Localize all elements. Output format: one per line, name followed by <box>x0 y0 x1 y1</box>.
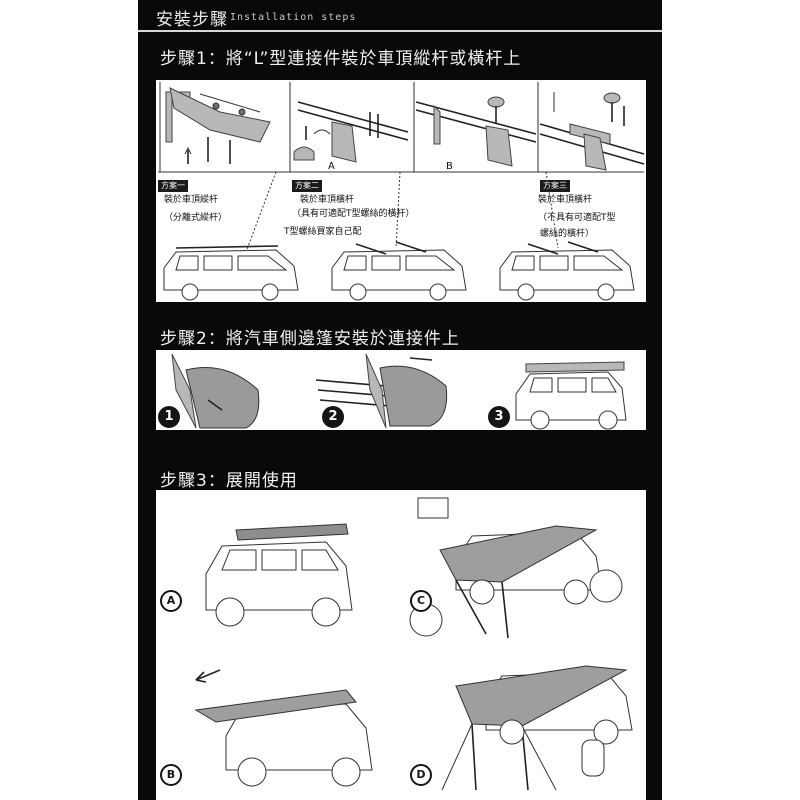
car-awning-pulling <box>194 669 373 787</box>
crossbar-bracket-illustration <box>415 96 537 167</box>
car-awning-open <box>409 497 623 639</box>
option1-line2: （分離式縱杆） <box>164 213 228 223</box>
step2-title: 步驟2：將汽車側邊篷安裝於連接件上 <box>160 329 460 349</box>
step1-title: 步驟1：將“L”型連接件裝於車頂縱杆或橫杆上 <box>160 49 522 69</box>
option2-line2: （具有可適配T型螺絲的橫杆） <box>292 209 415 219</box>
step1-leader-lines <box>245 171 559 253</box>
step2-badge-3: 3 <box>488 406 510 428</box>
step3-title: 步驟3：展開使用 <box>160 471 298 491</box>
l-bracket-rail-illustration <box>165 87 271 164</box>
option1-tag: 方案一 <box>158 180 188 192</box>
t-bolt-crossbar-illustration <box>293 101 409 163</box>
awning-bag-illustration-1 <box>171 353 260 429</box>
label-b: B <box>446 161 453 172</box>
car-awning-with-poles <box>441 665 633 791</box>
option2-line1: 裝於車頂橫杆 <box>300 195 355 205</box>
step3-panel <box>156 490 646 800</box>
car-crossbar-alt-illustration <box>499 241 635 301</box>
instruction-sheet: 安裝步驟 Installation steps 步驟1：將“L”型連接件裝於車頂… <box>138 0 662 800</box>
step1-separators <box>158 82 644 173</box>
option2-note: T型螺絲買家自己配 <box>284 227 362 237</box>
step2-panel <box>156 350 646 430</box>
option3-line2: （不具有可適配T型 <box>538 213 616 223</box>
car-crossbar-illustration <box>331 241 467 301</box>
car-with-awning-illustration <box>515 361 627 430</box>
header: 安裝步驟 Installation steps <box>138 0 662 35</box>
step1-panel: A B 方案一 裝於車頂縱杆 （分離式縱杆） 方案二 裝於車頂橫杆 （具有可 <box>156 80 646 302</box>
step2-badge-1: 1 <box>158 406 180 428</box>
header-title: 安裝步驟 <box>156 10 228 30</box>
awning-bag-illustration-2 <box>315 353 448 429</box>
header-divider <box>138 30 662 32</box>
step3-illustrations <box>194 497 633 791</box>
option3-line1: 裝於車頂橫杆 <box>538 195 593 205</box>
step3-badge-c: C <box>410 590 432 612</box>
car-awning-closed <box>205 523 353 627</box>
label-a: A <box>328 161 335 172</box>
car-side-rail-illustration <box>163 245 299 301</box>
step3-badge-d: D <box>410 764 432 786</box>
step2-badge-2: 2 <box>322 406 344 428</box>
option1-line1: 裝於車頂縱杆 <box>164 195 219 205</box>
step3-badge-b: B <box>160 764 182 786</box>
option3-tag: 方案三 <box>540 180 570 192</box>
clamp-bracket-illustration <box>539 92 645 171</box>
step3-badge-a: A <box>160 590 182 612</box>
header-subtitle: Installation steps <box>230 12 357 23</box>
option2-tag: 方案二 <box>292 180 322 192</box>
option3-line3: 螺絲的橫杆） <box>540 229 595 239</box>
